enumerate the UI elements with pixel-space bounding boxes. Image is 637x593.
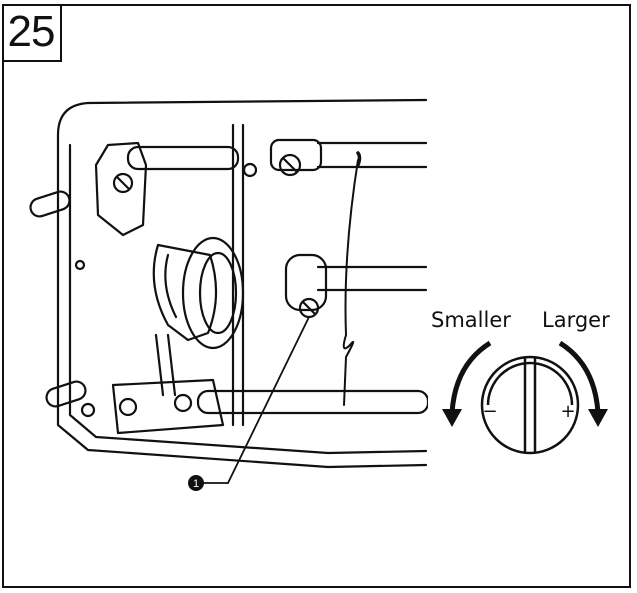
arrow-clockwise-icon bbox=[558, 340, 608, 427]
lower-shaft-collar bbox=[284, 253, 328, 312]
plus-symbol: + bbox=[560, 401, 575, 422]
adjustment-dial-diagram: − + bbox=[442, 340, 608, 455]
arrow-counterclockwise-icon bbox=[442, 340, 492, 427]
step-number-box: 25 bbox=[2, 4, 62, 62]
screw-head bbox=[480, 355, 580, 455]
step-number: 25 bbox=[7, 7, 56, 56]
bed-plate bbox=[56, 98, 428, 469]
label-smaller: Smaller bbox=[431, 308, 511, 332]
upper-shaft bbox=[126, 145, 240, 171]
callout-marker bbox=[188, 475, 204, 491]
callout-number: 1 bbox=[193, 478, 199, 490]
label-larger: Larger bbox=[542, 308, 610, 332]
center-plate bbox=[231, 123, 245, 427]
callout-leader bbox=[227, 316, 310, 484]
figure-frame bbox=[2, 4, 631, 588]
sewing-machine-mechanism-illustration: 1 bbox=[29, 98, 428, 491]
minus-symbol: − bbox=[482, 401, 497, 422]
rotary-hook bbox=[152, 243, 218, 342]
thread bbox=[342, 159, 359, 406]
